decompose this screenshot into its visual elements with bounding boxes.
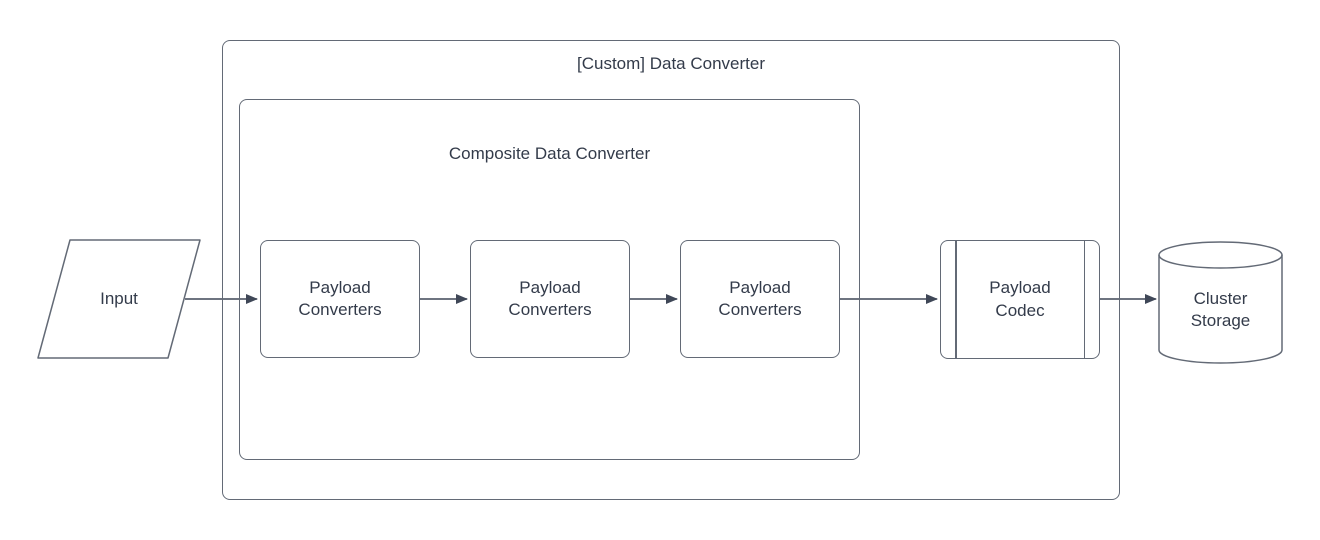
cluster-storage-cylinder-top: [1158, 241, 1283, 269]
payload-converters-node-3: Payload Converters: [680, 240, 840, 358]
payload-converters-label-3: Payload Converters: [718, 277, 802, 319]
payload-converters-label-2: Payload Converters: [508, 277, 592, 319]
cluster-storage-cylinder-body: [1158, 255, 1283, 364]
payload-converters-label-1: Payload Converters: [298, 277, 382, 319]
custom-data-converter-title: [Custom] Data Converter: [576, 54, 765, 73]
payload-converters-node-2: Payload Converters: [470, 240, 630, 358]
payload-converters-node-1: Payload Converters: [260, 240, 420, 358]
payload-codec-node: Payload Codec: [940, 240, 1100, 359]
composite-data-converter-group: Composite Data Converter: [239, 99, 860, 460]
custom-data-converter-group: [Custom] Data Converter: [222, 40, 1120, 500]
cluster-storage-label: Cluster Storage: [1190, 288, 1251, 330]
input-node: Input: [48, 240, 190, 358]
input-parallelogram-shape: [37, 239, 201, 359]
codec-right-bar: [1083, 241, 1085, 358]
input-label: Input: [100, 288, 138, 308]
payload-codec-label: Payload Codec: [989, 278, 1051, 320]
composite-data-converter-title: Composite Data Converter: [448, 144, 651, 163]
codec-left-bar: [955, 241, 957, 358]
cluster-storage-node: Cluster Storage: [1159, 257, 1282, 363]
